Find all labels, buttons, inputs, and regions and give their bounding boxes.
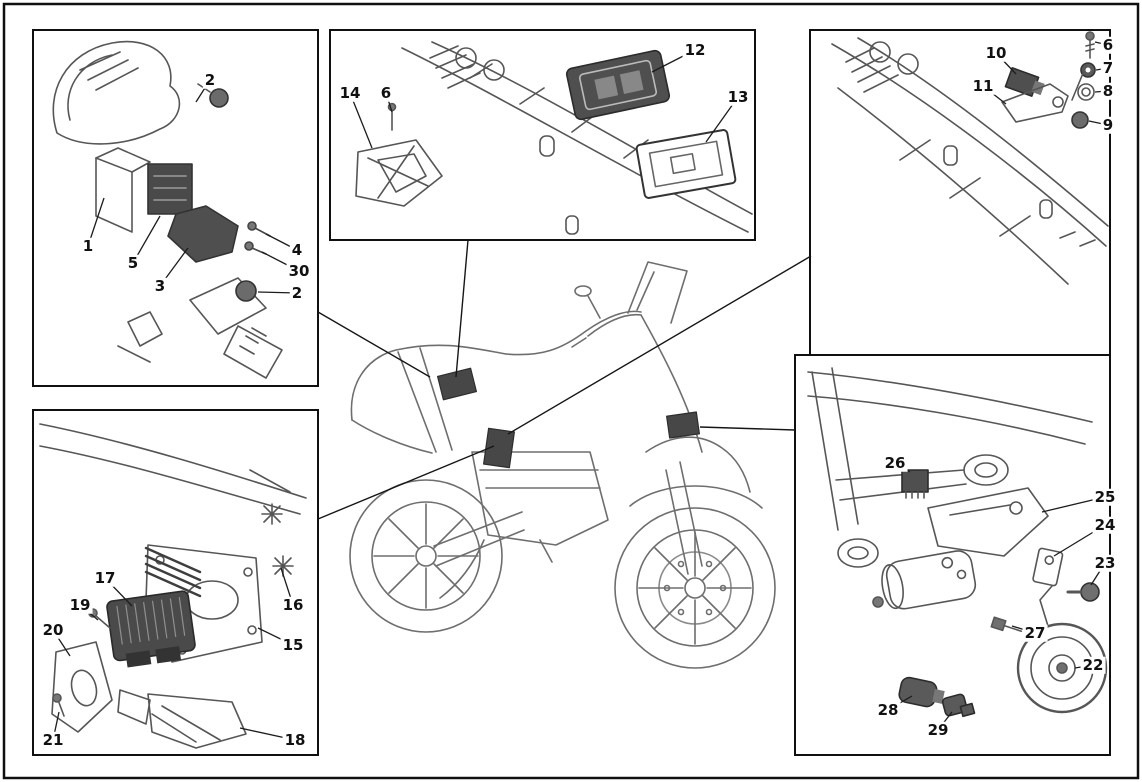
bike-connector-component [483,427,515,469]
panel-leader-lines [317,239,812,520]
panel-top-right-frame [809,29,1111,361]
motorcycle-drawing [349,261,776,669]
bike-side-component [666,411,700,439]
panel-art-ecu [355,41,753,235]
panel-bottom-left-frame [32,409,319,756]
callout-leader-line [349,92,373,149]
panel-art-sensor [831,31,1109,285]
bike-ecu-component [437,367,477,401]
panel-art-regulator [39,423,307,749]
panel-art-headlight [52,40,283,379]
